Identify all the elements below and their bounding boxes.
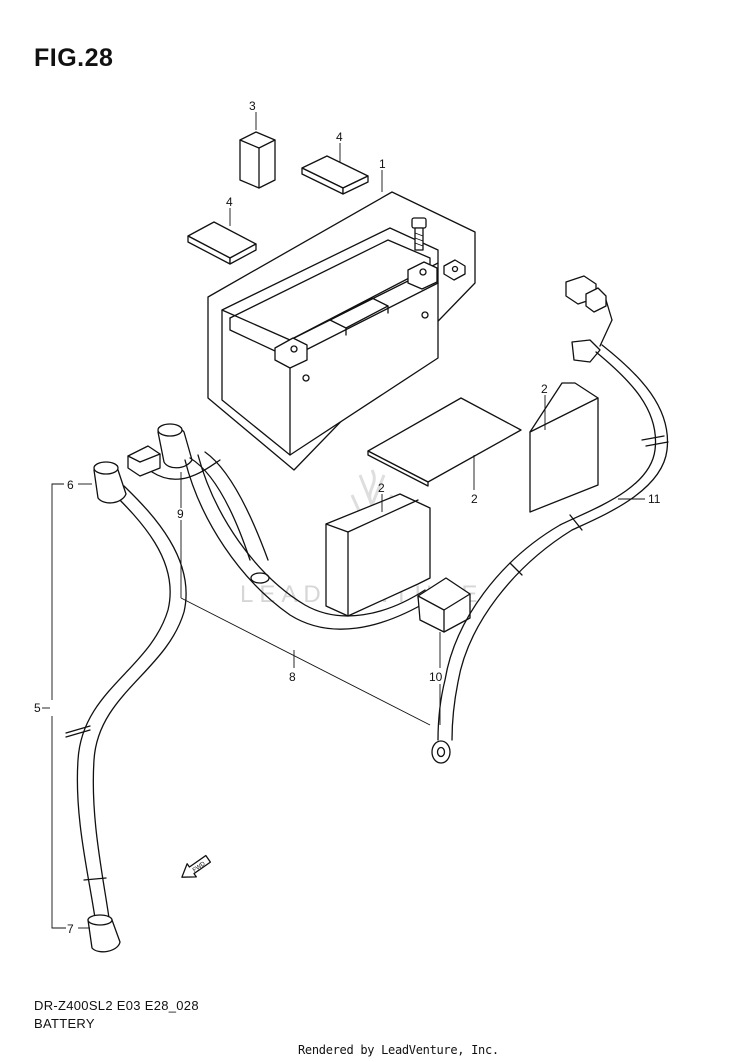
- model-code: DR-Z400SL2 E03 E28_028: [34, 998, 199, 1013]
- callout-2-right: 2: [541, 382, 548, 396]
- forward-arrow-icon: FWD: [181, 854, 212, 878]
- battery-group-frame: [207, 191, 476, 471]
- battery-assembly[interactable]: [207, 191, 476, 471]
- battery-cap-pad[interactable]: [239, 131, 276, 189]
- callout-10: 10: [429, 670, 443, 684]
- battery-body: [221, 227, 439, 456]
- negative-cable[interactable]: [65, 461, 187, 953]
- callouts: 3 4 1 4 2 2 2 11 9 8 10 6 5 7: [34, 99, 661, 936]
- positive-harness[interactable]: [127, 423, 471, 633]
- callout-2-flat: 2: [471, 492, 478, 506]
- cushion-lower[interactable]: [187, 221, 257, 265]
- section-name: BATTERY: [34, 1016, 95, 1031]
- rendered-by-credit: Rendered by LeadVenture, Inc.: [298, 1043, 499, 1057]
- terminal-bolt[interactable]: [411, 217, 427, 251]
- callout-3: 3: [249, 99, 256, 113]
- callout-11: 11: [648, 492, 661, 506]
- cushion-upper[interactable]: [301, 155, 369, 195]
- callout-7: 7: [67, 922, 74, 936]
- shim-angle-left[interactable]: [325, 493, 431, 617]
- callout-8: 8: [289, 670, 296, 684]
- figure-title: FIG.28: [34, 44, 114, 72]
- terminal-nut[interactable]: [443, 259, 466, 281]
- negative-terminal: [274, 337, 308, 369]
- shim-angle-right[interactable]: [529, 382, 599, 513]
- callout-4-upper: 4: [336, 130, 343, 144]
- starter-cable[interactable]: [431, 275, 669, 764]
- callout-5: 5: [34, 701, 41, 715]
- shim-flat[interactable]: [367, 397, 522, 487]
- callout-6: 6: [67, 478, 74, 492]
- callout-9: 9: [177, 507, 184, 521]
- callout-1: 1: [379, 157, 386, 171]
- callout-2-left: 2: [378, 481, 385, 495]
- callout-4-lower: 4: [226, 195, 233, 209]
- leader-lines: [42, 112, 645, 929]
